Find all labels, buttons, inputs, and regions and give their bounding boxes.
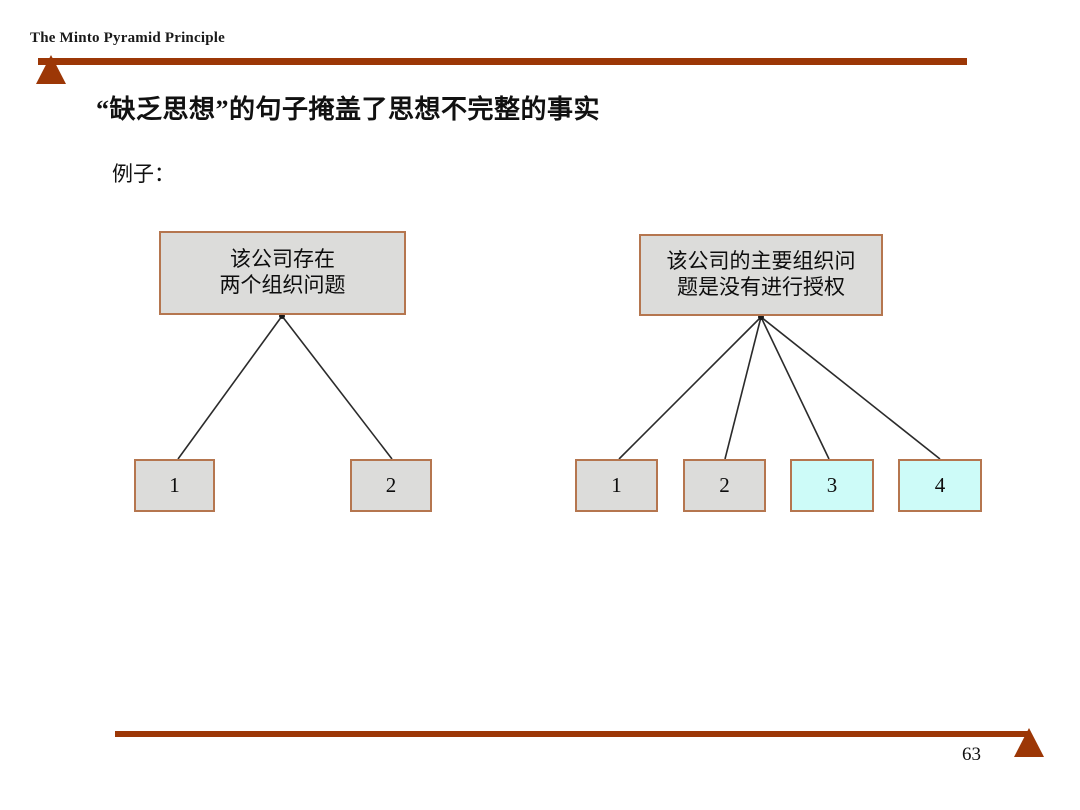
right-tree-top-node-line1: 该公司的主要组织问 [666,249,856,274]
right-tree-leaf-2-label: 2 [719,472,730,497]
right-tree-leaf-1[interactable]: 1 [575,459,658,512]
right-tree-top-node-line2: 题是没有进行授权 [677,275,845,299]
right-tree-leaf-2[interactable]: 2 [683,459,766,512]
left-tree-top-node-line1: 该公司存在 [230,247,335,272]
deck-header-title: The Minto Pyramid Principle [30,30,225,46]
right-tree-top-node[interactable]: 该公司的主要组织问 题是没有进行授权 [639,234,883,316]
page-title: “缺乏思想”的句子掩盖了思想不完整的事实 [96,95,601,124]
header-rule [38,58,967,65]
connector-right-1 [618,316,762,460]
header-rule-decoration [36,55,967,84]
connector-right-3 [760,316,830,460]
right-tree-leaf-1-label: 1 [611,472,622,497]
page-number: 63 [962,744,981,765]
triangle-up-icon [36,55,66,84]
left-tree-leaf-1-label: 1 [169,472,180,497]
right-tree-leaf-3[interactable]: 3 [790,459,874,512]
right-tree-leaf-4-label: 4 [934,472,946,497]
left-tree-top-node-line2: 两个组织问题 [219,273,346,297]
example-label: 例子： [112,162,175,186]
connector-right-2 [724,316,762,460]
triangle-up-icon [1014,728,1044,757]
left-tree-top-node[interactable]: 该公司存在 两个组织问题 [159,231,406,315]
footer-rule-decoration [115,728,1044,757]
footer-rule [115,731,1028,737]
right-tree-leaf-4[interactable]: 4 [898,459,982,512]
right-tree-leaf-3-label: 3 [826,472,838,497]
connector-right-4 [760,316,941,460]
left-tree-leaf-2-label: 2 [385,472,397,497]
connector-left-1 [177,315,283,460]
connector-left-2 [281,315,393,460]
left-tree-leaf-1[interactable]: 1 [134,459,215,512]
left-tree-leaf-2[interactable]: 2 [350,459,432,512]
